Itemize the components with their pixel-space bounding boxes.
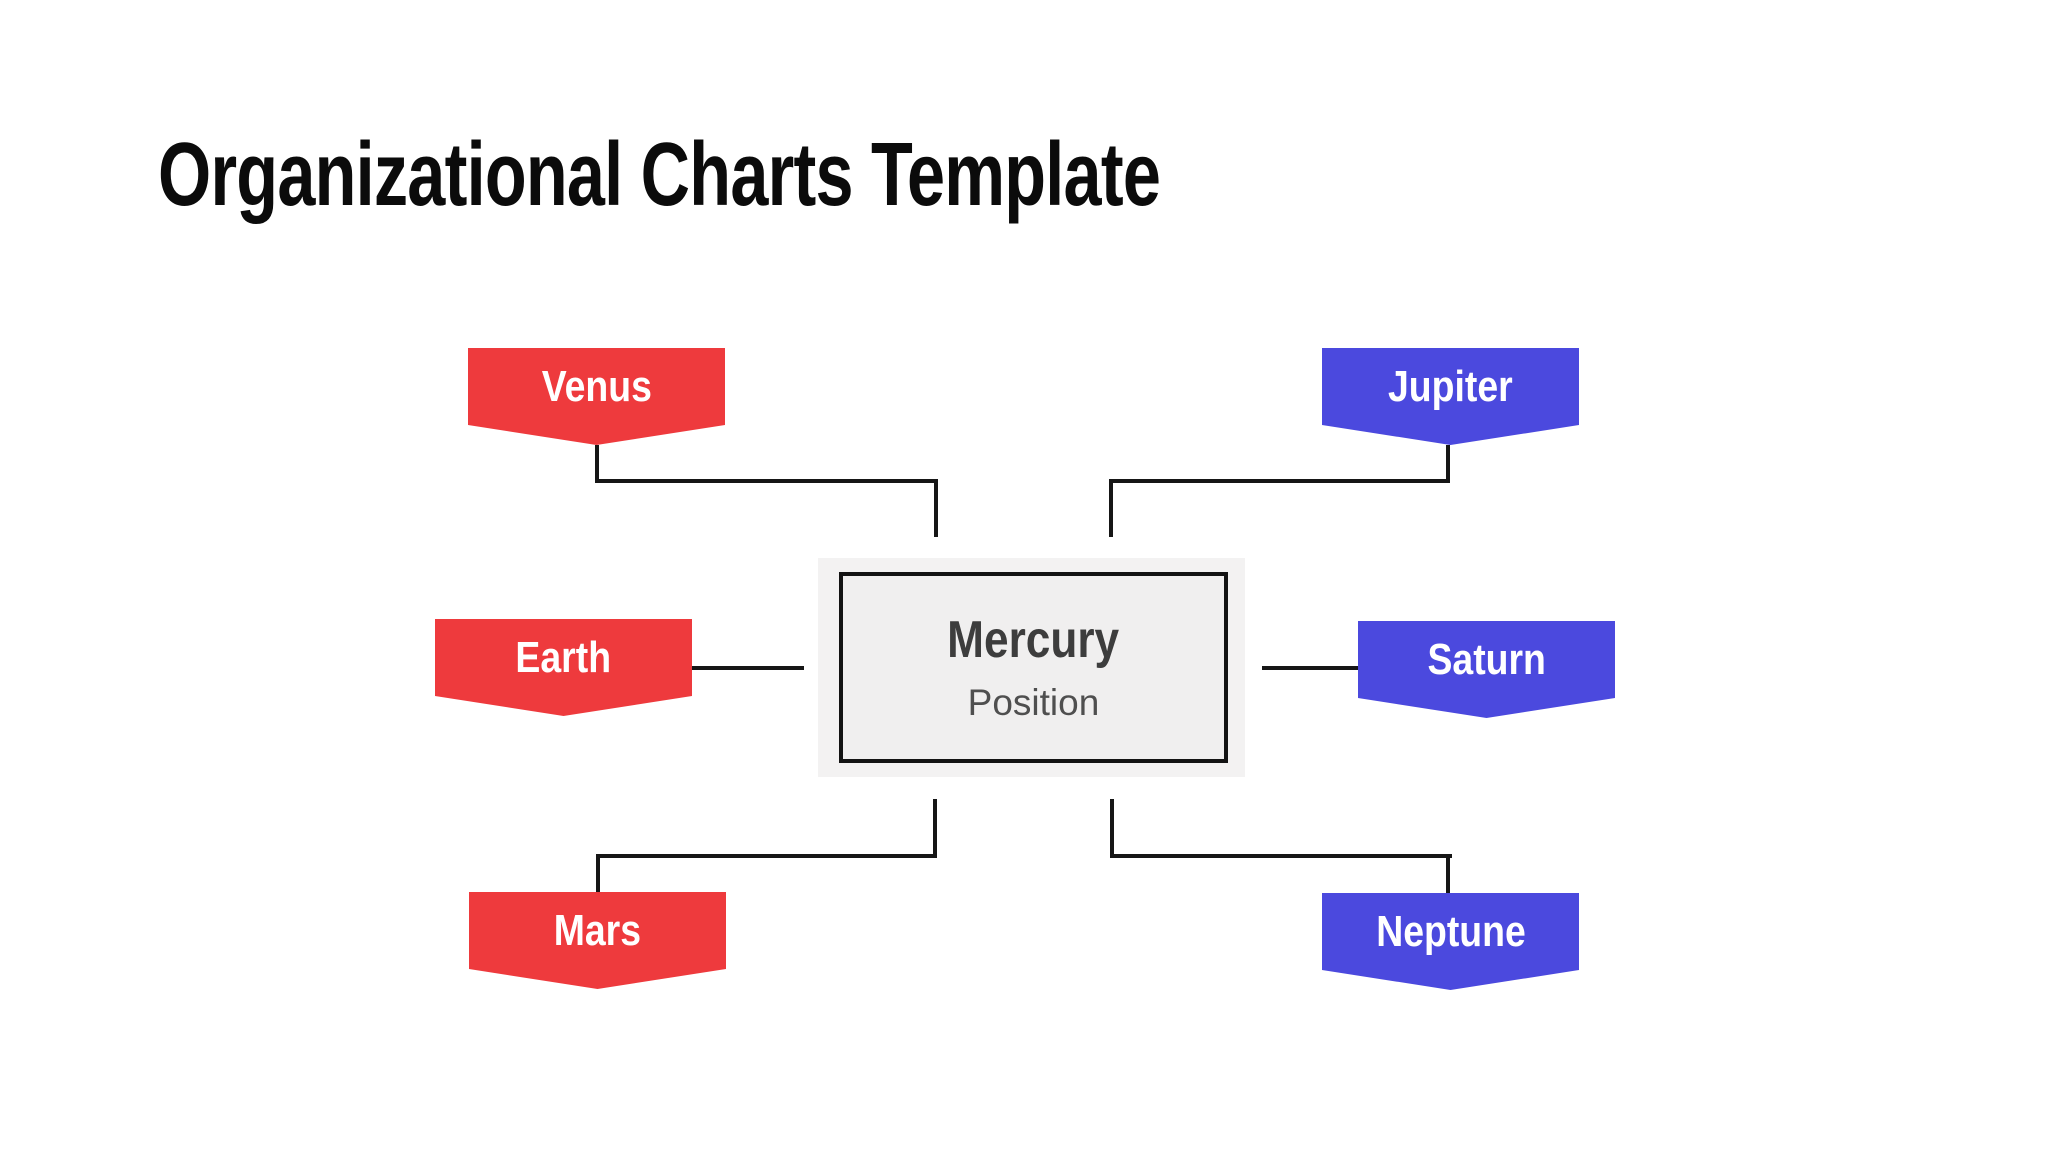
node-mars-label: Mars bbox=[553, 905, 642, 955]
node-label-wrap: Venus bbox=[468, 348, 725, 425]
node-venus[interactable]: Venus bbox=[468, 348, 725, 445]
center-node-name: Mercury bbox=[947, 611, 1120, 669]
node-earth-label: Earth bbox=[515, 632, 612, 682]
node-saturn-label: Saturn bbox=[1427, 634, 1546, 684]
connector-mars-stub bbox=[596, 854, 600, 892]
connector-neptune-drop bbox=[1110, 799, 1114, 858]
connector-earth-horizontal bbox=[688, 666, 804, 670]
node-label-wrap: Neptune bbox=[1322, 893, 1579, 970]
page-title: Organizational Charts Template bbox=[158, 125, 1161, 225]
connector-mars-drop bbox=[933, 799, 937, 858]
node-venus-label: Venus bbox=[541, 361, 652, 411]
connector-venus-stub bbox=[595, 445, 599, 483]
connector-neptune-horizontal bbox=[1110, 854, 1452, 858]
node-label-wrap: Mars bbox=[469, 892, 726, 969]
connector-saturn-horizontal bbox=[1262, 666, 1360, 670]
node-neptune[interactable]: Neptune bbox=[1322, 893, 1579, 990]
node-mars[interactable]: Mars bbox=[469, 892, 726, 989]
node-earth[interactable]: Earth bbox=[435, 619, 692, 716]
node-jupiter[interactable]: Jupiter bbox=[1322, 348, 1579, 445]
node-jupiter-label: Jupiter bbox=[1388, 361, 1513, 411]
node-saturn[interactable]: Saturn bbox=[1358, 621, 1615, 718]
node-label-wrap: Jupiter bbox=[1322, 348, 1579, 425]
connector-venus-drop bbox=[934, 479, 938, 537]
node-label-wrap: Saturn bbox=[1358, 621, 1615, 698]
center-node-role: Position bbox=[967, 682, 1100, 723]
connector-neptune-stub bbox=[1446, 854, 1450, 893]
node-label-wrap: Earth bbox=[435, 619, 692, 696]
center-node[interactable]: Mercury Position bbox=[839, 572, 1228, 763]
connector-jupiter-horizontal bbox=[1109, 479, 1450, 483]
connector-venus-horizontal bbox=[595, 479, 938, 483]
center-node-panel: Mercury Position bbox=[818, 558, 1245, 777]
connector-jupiter-stub bbox=[1446, 445, 1450, 483]
node-neptune-label: Neptune bbox=[1375, 906, 1526, 956]
connector-jupiter-drop bbox=[1109, 479, 1113, 537]
connector-mars-horizontal bbox=[596, 854, 937, 858]
